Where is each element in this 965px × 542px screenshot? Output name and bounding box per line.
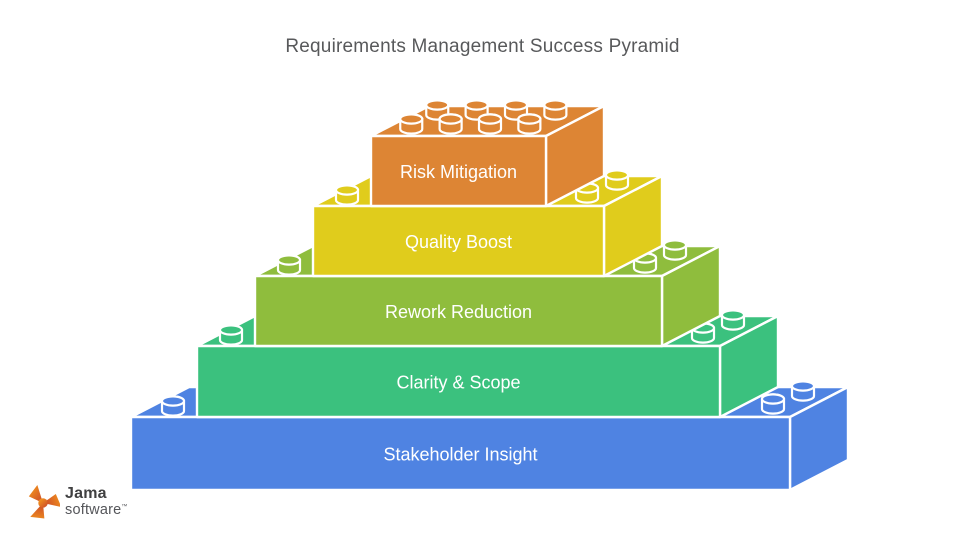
jama-logo-icon <box>28 485 60 519</box>
brick-label: Stakeholder Insight <box>383 445 537 465</box>
brand-product: software™ <box>65 501 128 518</box>
page-title: Requirements Management Success Pyramid <box>285 36 680 57</box>
brick-label: Risk Mitigation <box>400 162 517 182</box>
brick-label: Rework Reduction <box>385 302 532 322</box>
brand-words: Jama software™ <box>65 484 128 518</box>
brick-label: Quality Boost <box>405 232 512 252</box>
jama-software-logo: Jama software™ <box>26 483 128 521</box>
pyramid-brick-risk-mitigation: Risk Mitigation <box>369 99 606 208</box>
brick-label: Clarity & Scope <box>396 373 520 393</box>
trademark-mark: ™ <box>121 503 128 510</box>
brand-name: Jama <box>65 484 107 502</box>
